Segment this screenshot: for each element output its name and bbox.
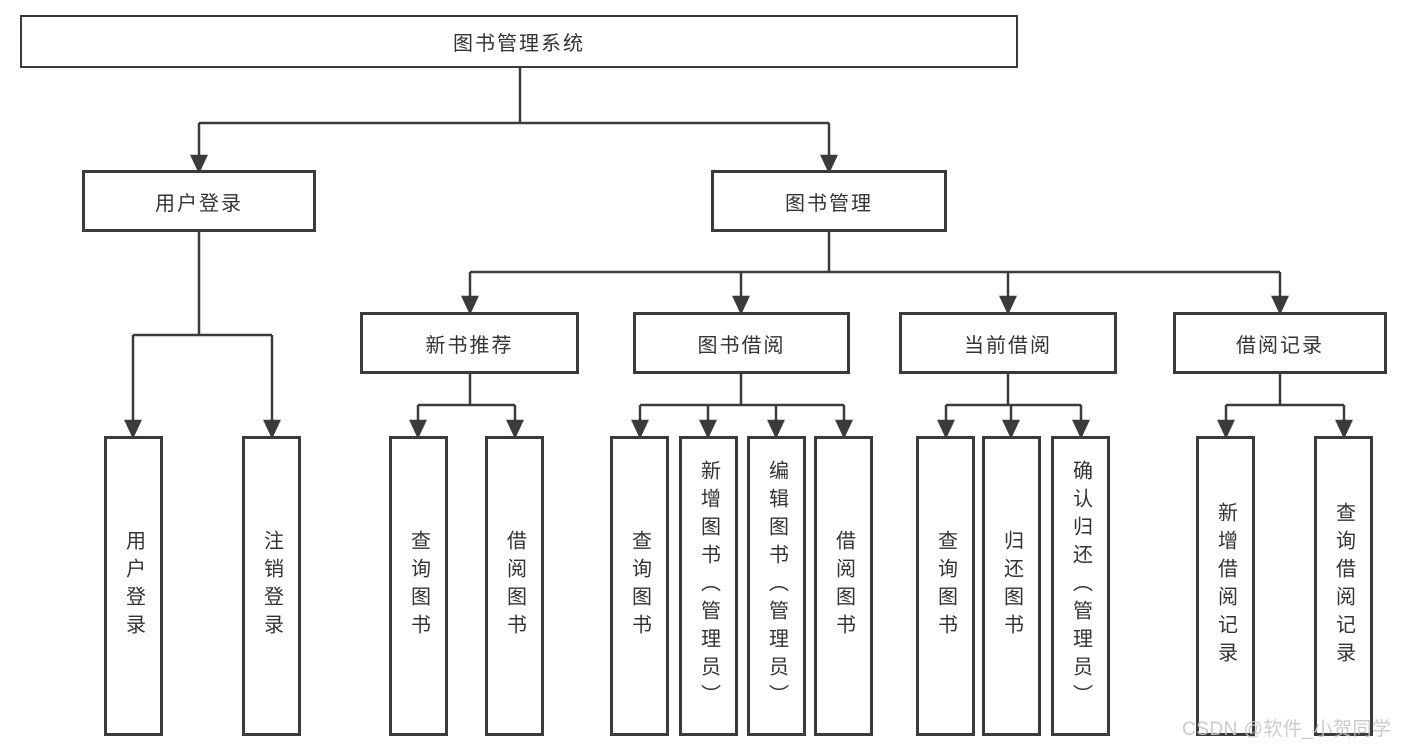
connector-user-login-children <box>124 232 281 439</box>
connector-new-book-children <box>409 374 524 439</box>
leaf-edit-books-admin: 编辑图书（管理员） <box>747 436 806 736</box>
connector-book-mgmt-children <box>461 232 1289 315</box>
node-book-management-module: 图书管理 <box>711 170 947 232</box>
leaf-query-borrow-record: 查询借阅记录 <box>1314 436 1373 736</box>
leaf-query-books-borrow: 查询图书 <box>610 436 669 736</box>
node-user-login-module: 用户登录 <box>82 170 316 232</box>
node-new-book-recommend: 新书推荐 <box>360 312 579 374</box>
leaf-borrow-books-recommend: 借阅图书 <box>485 436 544 736</box>
connector-borrow-records-children <box>1217 374 1353 439</box>
leaf-query-books-recommend: 查询图书 <box>389 436 448 736</box>
csdn-watermark: CSDN @软件_小贺同学 <box>1182 719 1392 740</box>
leaf-confirm-return-admin: 确认归还（管理员） <box>1051 436 1110 736</box>
node-borrowing-records: 借阅记录 <box>1173 312 1387 374</box>
leaf-add-books-admin: 新增图书（管理员） <box>679 436 738 736</box>
leaf-query-books-current: 查询图书 <box>916 436 975 736</box>
node-library-management-system: 图书管理系统 <box>20 15 1018 68</box>
leaf-borrow-books: 借阅图书 <box>814 436 873 736</box>
leaf-return-books: 归还图书 <box>982 436 1041 736</box>
connector-book-borrow-children <box>631 374 853 439</box>
node-current-borrowing: 当前借阅 <box>899 312 1117 374</box>
leaf-logout: 注销登录 <box>242 436 301 736</box>
leaf-user-login: 用户登录 <box>104 436 163 736</box>
node-book-borrowing: 图书借阅 <box>633 312 850 374</box>
connector-current-borrow-children <box>937 374 1090 439</box>
connector-root-to-level2 <box>190 67 838 174</box>
leaf-add-borrow-record: 新增借阅记录 <box>1196 436 1255 736</box>
